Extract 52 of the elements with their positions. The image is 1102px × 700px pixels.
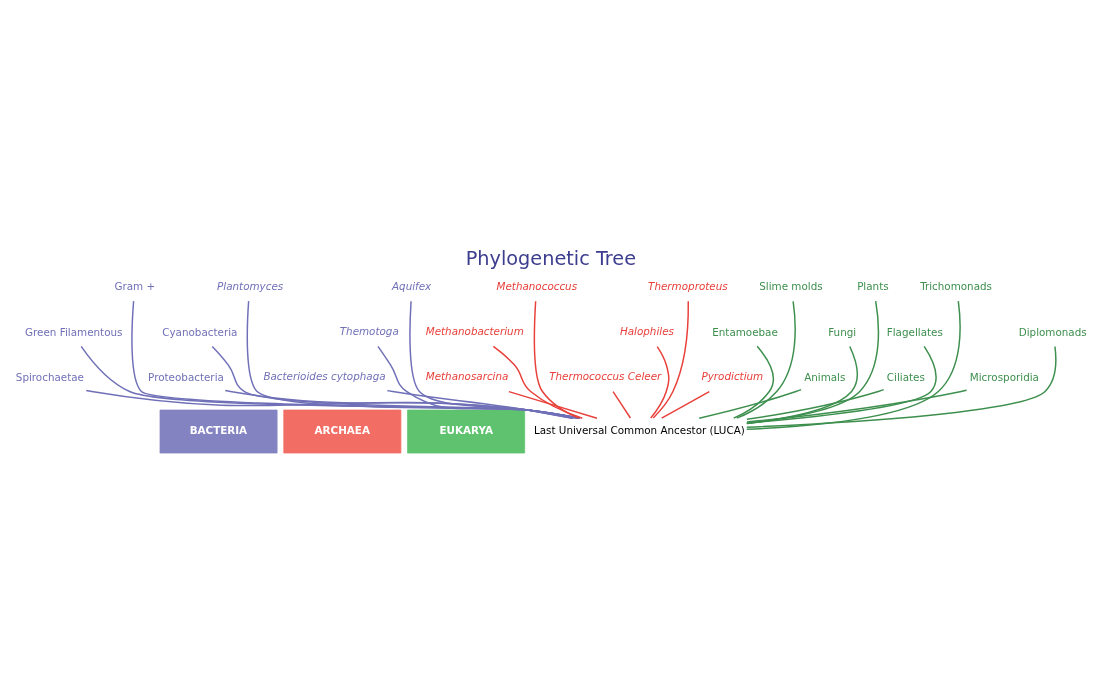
- connector: [660, 390, 711, 419]
- node-text: Plants: [857, 280, 889, 293]
- connector: [732, 345, 774, 419]
- node-text: Green Filamentous: [25, 325, 123, 338]
- connector: [533, 300, 580, 419]
- node-box: BACTERIA: [159, 409, 278, 454]
- node-text: Methanosarcina: [425, 370, 509, 383]
- connector: [698, 388, 802, 419]
- connector: [746, 300, 961, 431]
- node-text: Methanobacterium: [425, 324, 524, 337]
- node-text: Cyanobacteria: [162, 325, 238, 338]
- connector: [650, 345, 670, 419]
- connector: [409, 300, 573, 419]
- connector: [736, 300, 796, 419]
- node-text: Bacterioides cytophaga: [263, 370, 386, 383]
- connector: [131, 300, 581, 419]
- connector: [746, 388, 885, 421]
- node-text: Thermoproteus: [648, 279, 728, 292]
- node-text: Halophiles: [619, 324, 674, 337]
- connector: [246, 300, 579, 419]
- node-text: Trichomonads: [920, 280, 993, 293]
- node-text: Microsporidia: [969, 370, 1039, 383]
- node-text: Ciliates: [886, 370, 925, 383]
- node-text: Proteobacteria: [148, 370, 224, 383]
- node-text: Spirochaetae: [15, 370, 84, 383]
- node-text: Slime molds: [759, 280, 823, 293]
- connector: [377, 345, 574, 419]
- connector: [652, 300, 690, 419]
- node-text: Methanococcus: [496, 279, 578, 292]
- node-text: Diplomonads: [1018, 325, 1087, 338]
- connector: [746, 345, 1057, 428]
- connector: [508, 390, 598, 419]
- connector: [386, 389, 575, 419]
- diagram-title: Phylogenetic Tree: [465, 247, 637, 271]
- node-box: EUKARYA: [407, 409, 526, 454]
- connector: [612, 390, 632, 419]
- node-text: Fungi: [828, 325, 857, 338]
- node-text: Last Universal Common Ancestor (LUCA): [533, 424, 745, 437]
- node-text: Animals: [804, 370, 846, 383]
- node-text: Entamoebae: [712, 325, 778, 338]
- node-text: Flagellates: [886, 325, 943, 338]
- connector: [746, 345, 937, 424]
- node-text: Aquifex: [392, 279, 432, 292]
- node-box: ARCHAEA: [283, 409, 402, 454]
- node-text: Thermococcus Celeer: [549, 370, 662, 383]
- node-text: Pyrodictium: [701, 370, 764, 383]
- connector: [492, 345, 583, 419]
- node-text: Themotoga: [339, 324, 399, 337]
- node-text: Plantomyces: [217, 279, 284, 292]
- connector: [80, 345, 581, 419]
- node-text: Gram +: [114, 280, 156, 293]
- connector: [746, 389, 968, 423]
